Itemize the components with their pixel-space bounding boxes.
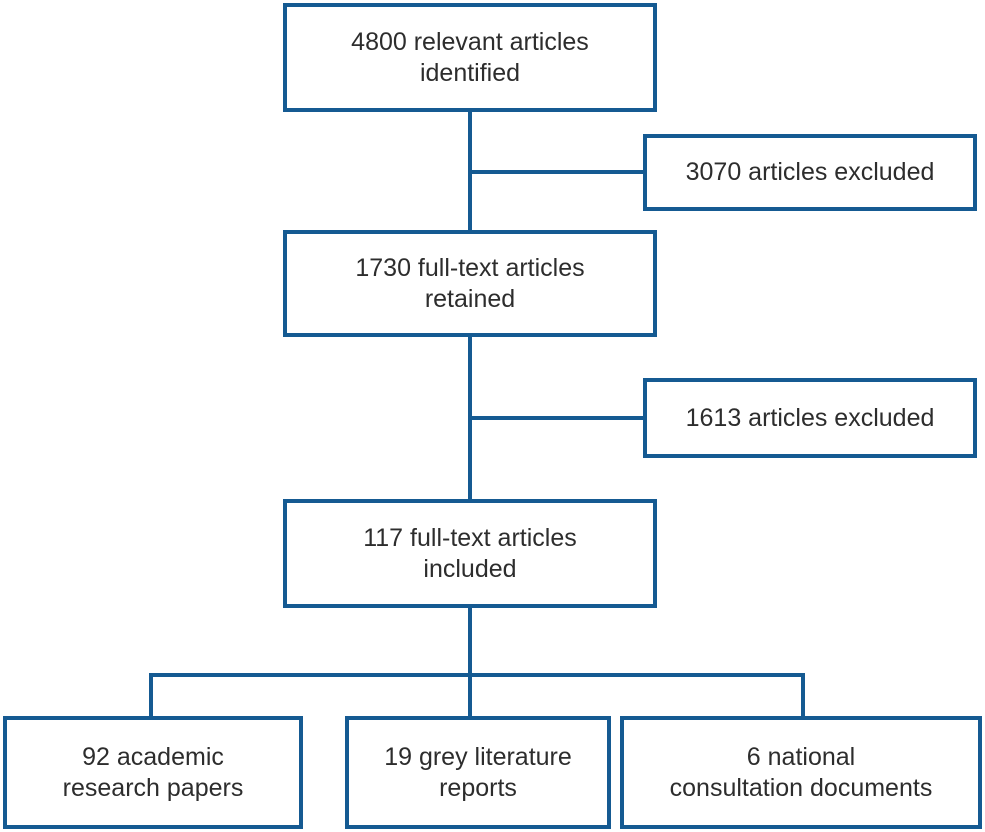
connector-bottom-rail [149,673,805,677]
connector-branch-to-excluded-second [470,416,646,420]
node-articles-identified: 4800 relevant articles identified [283,3,657,112]
node-articles-excluded-second: 1613 articles excluded [643,378,977,458]
node-text-line: 4800 relevant articles [351,27,589,56]
connector-included-to-grey [468,606,472,718]
node-text-line: 6 national [746,742,856,771]
node-text-line: consultation documents [669,773,933,802]
node-text-line: 117 full-text articles [363,523,577,552]
connector-branch-to-excluded-first [470,170,646,174]
node-text-line: 3070 articles excluded [685,158,935,186]
node-text-line: 1730 full-text articles [355,253,585,282]
node-fulltext-retained: 1730 full-text articles retained [283,230,657,337]
node-text-line: 19 grey literature [384,742,572,771]
node-text-line: identified [419,58,521,87]
node-text-line: retained [424,284,516,313]
node-fulltext-included: 117 full-text articles included [283,499,657,608]
node-national-consultation-documents: 6 national consultation documents [620,716,982,829]
node-text-line: included [423,554,517,583]
node-grey-literature-reports: 19 grey literature reports [345,716,611,829]
connector-drop-to-academic [149,675,153,718]
node-articles-excluded-first: 3070 articles excluded [643,134,977,211]
node-text-line: research papers [62,773,244,802]
connector-drop-to-national [801,675,805,718]
node-text-line: 1613 articles excluded [685,403,935,432]
node-academic-research-papers: 92 academic research papers [3,716,303,829]
node-text-line: reports [439,773,517,802]
node-text-line: 92 academic [82,742,224,771]
